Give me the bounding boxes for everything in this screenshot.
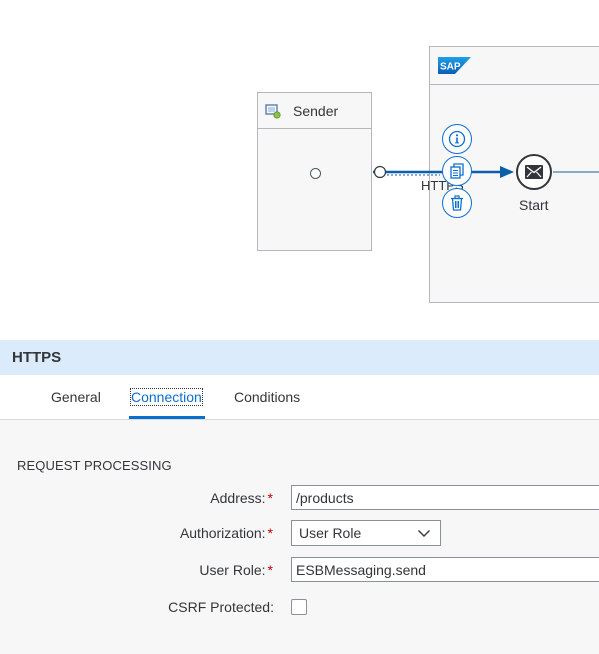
sap-logo-icon: SAP [438,57,471,74]
svg-text:SAP: SAP [440,62,461,73]
tab-connection[interactable]: Connection [130,388,203,406]
panel-title: HTTPS [12,349,62,366]
start-message-event[interactable] [516,154,552,190]
active-tab-indicator [129,416,205,419]
required-marker: * [267,525,273,541]
required-marker: * [267,562,273,578]
tab-conditions[interactable]: Conditions [234,389,301,405]
info-button[interactable] [442,124,472,154]
copy-button[interactable] [442,156,472,186]
sender-participant[interactable]: Sender [257,92,372,251]
address-label: Address:* [210,490,273,506]
delete-button[interactable] [442,188,472,218]
integration-flow-canvas[interactable]: Sender SAP HTTPS [0,0,599,338]
address-input[interactable] [291,485,599,510]
info-icon [448,130,466,148]
section-title: REQUEST PROCESSING [17,458,172,473]
connection-form: REQUEST PROCESSING Address:* Authorizati… [0,420,599,654]
properties-tab-bar: General Connection Conditions [0,375,599,420]
authorization-select-value: User Role [299,525,362,541]
pool-header: SAP [430,47,599,85]
authorization-label: Authorization:* [179,525,273,541]
sender-label: Sender [293,102,339,119]
csrf-protected-checkbox[interactable] [291,599,307,615]
sender-system-icon [265,103,281,119]
chevron-down-icon [418,530,430,537]
csrf-protected-label: CSRF Protected: [168,599,274,615]
start-event-label: Start [519,197,549,213]
tab-general[interactable]: General [51,389,101,405]
authorization-select[interactable]: User Role [291,520,441,546]
required-marker: * [267,490,273,506]
sender-header: Sender [258,93,371,129]
copy-icon [450,163,464,179]
user-role-label: User Role:* [199,562,273,578]
sender-connection-point[interactable] [310,168,321,179]
user-role-input[interactable] [291,557,599,582]
properties-title-bar: HTTPS [0,340,599,375]
message-envelope-icon [525,165,543,179]
trash-icon [451,195,463,211]
